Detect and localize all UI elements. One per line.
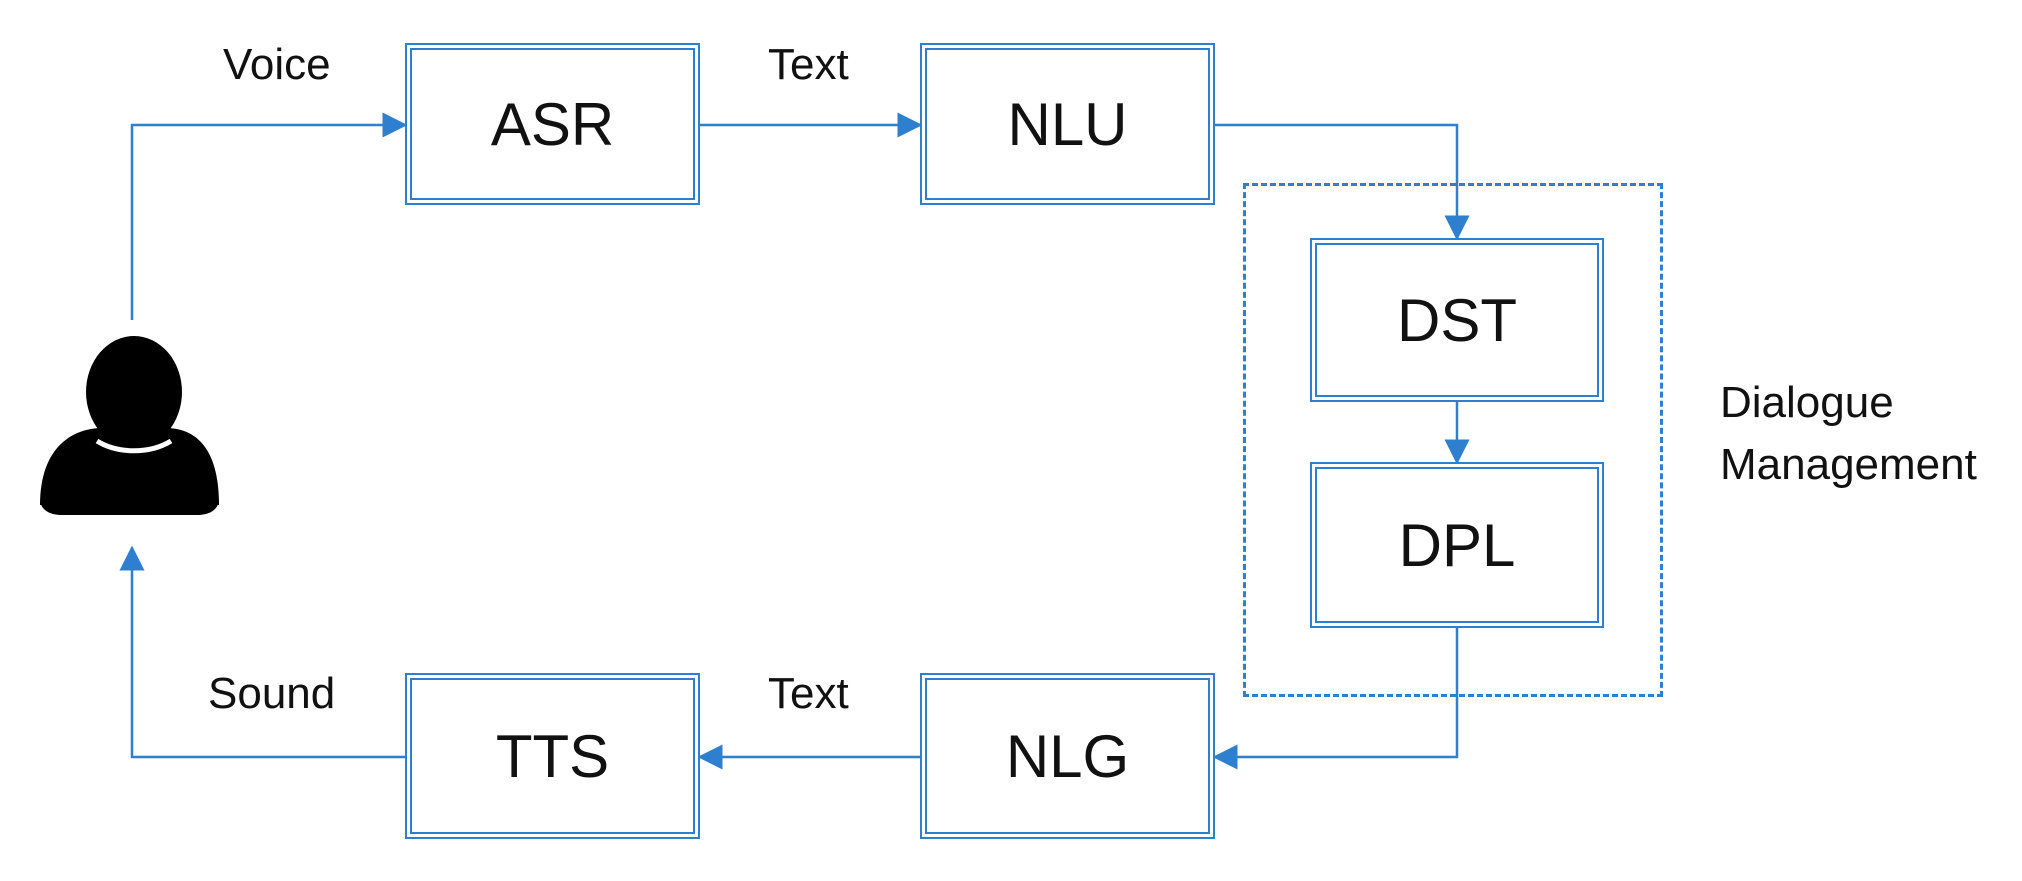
dialogue-management-line1: Dialogue — [1720, 378, 1894, 427]
asr-label: ASR — [490, 90, 615, 158]
nlg-box: NLG — [920, 673, 1215, 839]
dpl-box: DPL — [1310, 462, 1604, 628]
dst-box: DST — [1310, 238, 1604, 402]
edge-label-text-bottom: Text — [768, 669, 849, 718]
nlu-box: NLU — [920, 43, 1215, 205]
dpl-label: DPL — [1398, 511, 1516, 579]
arrow-tts-to-user — [119, 545, 405, 759]
edge-label-text-top: Text — [768, 40, 849, 89]
tts-box: TTS — [405, 673, 700, 839]
edge-label-sound: Sound — [208, 669, 336, 718]
arrow-nlu-to-dst — [1214, 123, 1470, 241]
dst-label: DST — [1397, 286, 1517, 354]
dialogue-management-label: Dialogue Management — [1720, 372, 1977, 496]
arrow-user-to-asr — [130, 112, 408, 320]
edge-label-voice: Voice — [223, 40, 331, 89]
dialogue-management-group — [1243, 183, 1663, 697]
dialogue-management-line2: Management — [1720, 440, 1977, 489]
arrow-dpl-to-nlg — [1212, 628, 1459, 770]
nlu-label: NLU — [1007, 90, 1128, 158]
tts-label: TTS — [495, 722, 610, 790]
asr-box: ASR — [405, 43, 700, 205]
user-icon — [40, 336, 219, 515]
nlg-label: NLG — [1005, 722, 1130, 790]
